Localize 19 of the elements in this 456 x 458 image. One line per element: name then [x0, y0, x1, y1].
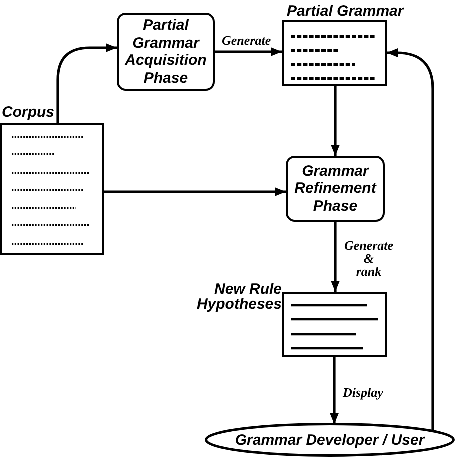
arrow — [104, 188, 286, 196]
ellipse-node — [205, 423, 455, 457]
arrow — [215, 48, 282, 56]
edge-label: Display — [343, 386, 384, 399]
rounded-process-box — [286, 156, 385, 222]
edge-label: Generate & rank — [344, 239, 394, 278]
arrow — [56, 44, 117, 123]
arrow — [331, 222, 340, 292]
arrow — [387, 48, 434, 432]
arrow — [330, 357, 339, 424]
box-label: Partial Grammar Acquisition Phase — [124, 17, 208, 87]
box-label: Grammar Refinement Phase — [294, 162, 378, 216]
edge-label: Generate — [222, 34, 272, 47]
arrow — [331, 86, 340, 156]
rounded-process-box — [117, 13, 215, 91]
box-heading: New Rule Hypotheses — [196, 282, 282, 312]
box-heading: Partial Grammar — [287, 4, 404, 19]
box-heading: Corpus — [2, 105, 54, 120]
ellipse-label: Grammar Developer / User — [235, 432, 425, 448]
